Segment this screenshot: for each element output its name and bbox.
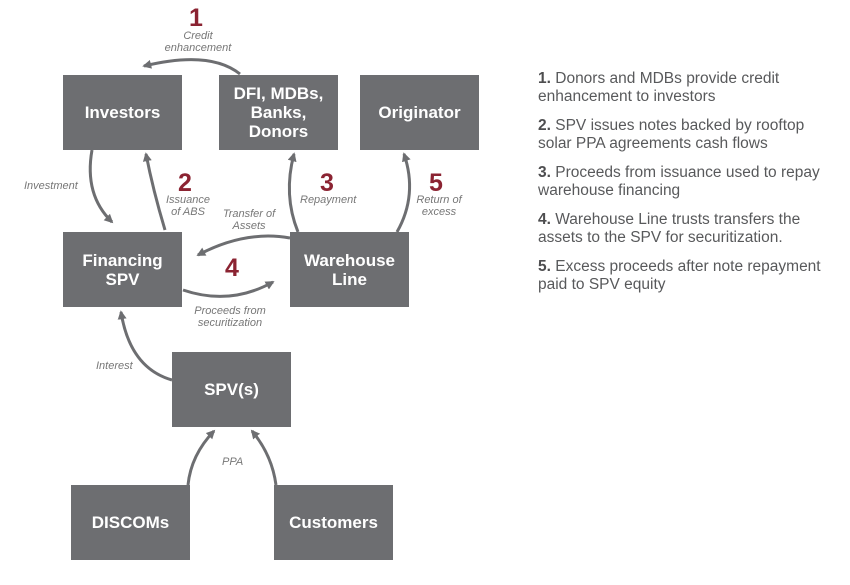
arrow-credit-enhancement bbox=[142, 58, 241, 76]
step-1-number: 1 bbox=[189, 4, 203, 32]
step-1-label: Credit enhancement bbox=[164, 30, 232, 54]
legend-item-5: 5. Excess proceeds after note repayment … bbox=[538, 258, 838, 294]
legend-text: Warehouse Line trusts transfers the asse… bbox=[538, 211, 801, 246]
legend-item-1: 1. Donors and MDBs provide credit enhanc… bbox=[538, 70, 838, 106]
legend-number: 4. bbox=[538, 211, 551, 228]
step-5-label: Return of excess bbox=[416, 194, 462, 218]
investment-label: Investment bbox=[24, 180, 78, 192]
warehouse-line-box: Warehouse Line bbox=[290, 232, 409, 307]
customers-box: Customers bbox=[274, 485, 393, 560]
legend-number: 2. bbox=[538, 117, 551, 134]
arrow-return bbox=[395, 152, 412, 233]
step-3-number: 3 bbox=[320, 169, 334, 197]
arrow-ppa-discoms bbox=[186, 429, 216, 486]
arrow-repayment bbox=[287, 152, 300, 233]
legend-number: 1. bbox=[538, 70, 551, 87]
interest-label: Interest bbox=[96, 360, 133, 372]
step-4-number: 4 bbox=[225, 254, 239, 282]
dfi-mdbs-banks-donors-box: DFI, MDBs, Banks, Donors bbox=[219, 75, 338, 150]
legend-item-2: 2. SPV issues notes backed by rooftop so… bbox=[538, 117, 838, 153]
legend-text: Excess proceeds after note repayment pai… bbox=[538, 258, 821, 293]
discoms-box: DISCOMs bbox=[71, 485, 190, 560]
legend-item-4: 4. Warehouse Line trusts transfers the a… bbox=[538, 211, 838, 247]
ppa-label: PPA bbox=[222, 456, 244, 468]
transfer-of-assets-label: Transfer of Assets bbox=[222, 208, 276, 232]
arrow-transfer bbox=[196, 234, 291, 257]
legend-item-3: 3. Proceeds from issuance used to repay … bbox=[538, 164, 838, 200]
step-2-number: 2 bbox=[178, 169, 192, 197]
legend: 1. Donors and MDBs provide credit enhanc… bbox=[538, 70, 838, 305]
arrow-proceeds bbox=[182, 280, 275, 298]
step-3-label: Repayment bbox=[300, 194, 357, 206]
legend-text: Donors and MDBs provide credit enhanceme… bbox=[538, 70, 780, 105]
spvs-box: SPV(s) bbox=[172, 352, 291, 427]
originator-box: Originator bbox=[360, 75, 479, 150]
arrow-interest bbox=[117, 310, 173, 382]
financing-spv-box: Financing SPV bbox=[63, 232, 182, 307]
arrow-ppa-customers bbox=[250, 429, 278, 486]
step-4-label: Proceeds from securitization bbox=[194, 305, 266, 329]
legend-number: 3. bbox=[538, 164, 551, 181]
legend-text: SPV issues notes backed by rooftop solar… bbox=[538, 117, 805, 152]
legend-number: 5. bbox=[538, 258, 551, 275]
legend-text: Proceeds from issuance used to repay war… bbox=[538, 164, 820, 199]
arrow-investment bbox=[88, 149, 114, 224]
step-2-label: Issuance of ABS bbox=[165, 194, 211, 218]
step-5-number: 5 bbox=[429, 169, 443, 197]
arrow-issuance bbox=[142, 152, 167, 231]
investors-box: Investors bbox=[63, 75, 182, 150]
